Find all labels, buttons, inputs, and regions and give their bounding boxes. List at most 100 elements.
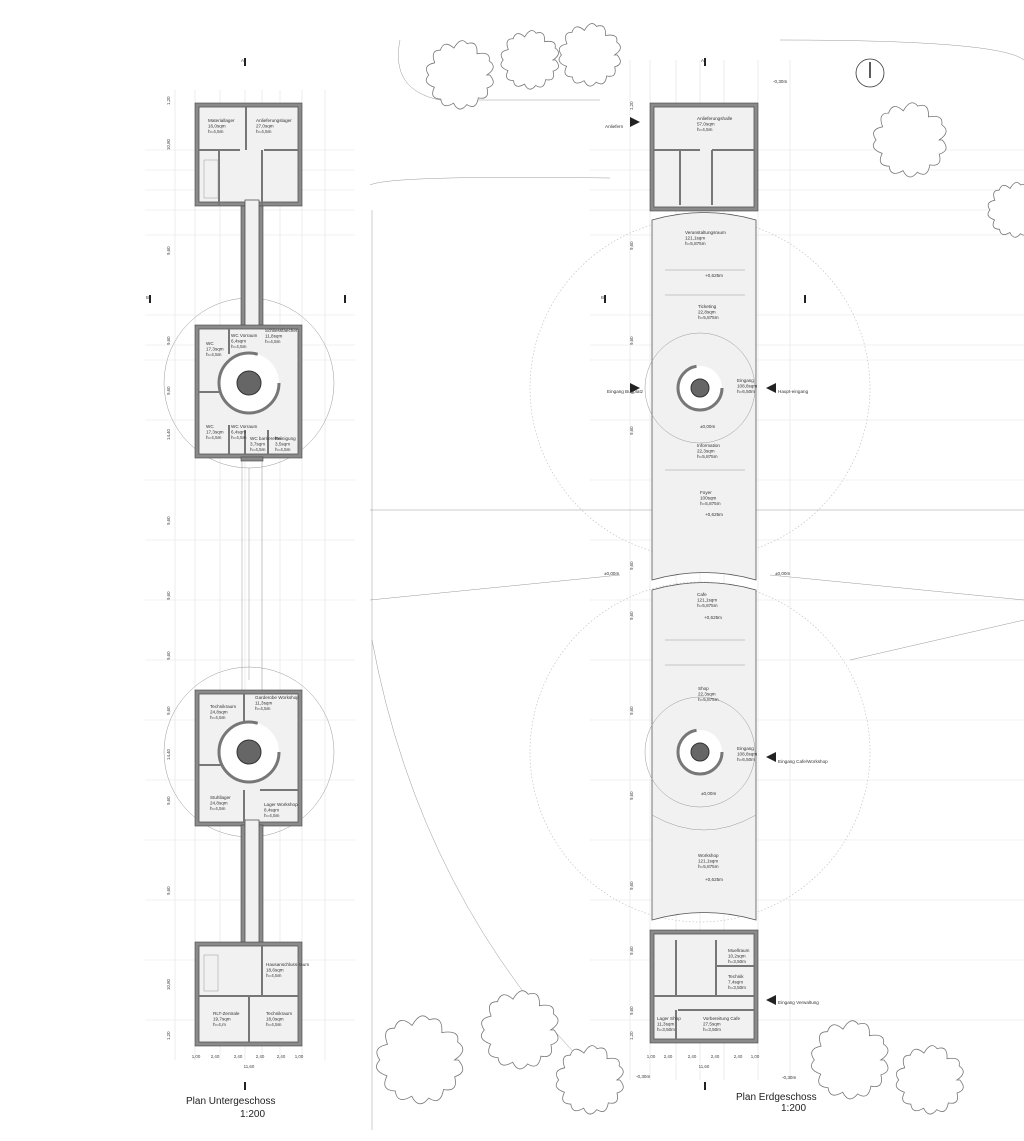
room-area: 108,8sqm: [737, 752, 757, 757]
room-name: Shop: [698, 686, 709, 691]
tree-icon: [425, 40, 494, 110]
room-name: Workshop: [698, 853, 719, 858]
dimension-label: 1,00: [192, 1054, 201, 1059]
room-area: 17,3sqm: [206, 430, 224, 435]
level-marker: +0,625m: [704, 615, 722, 620]
entrance-arrow-bugplatz: [630, 383, 640, 393]
dimension-label: 9,60: [629, 336, 634, 345]
room-name: Anlieferungslager: [256, 118, 292, 123]
section-mark-icon: [804, 295, 806, 303]
dimension-label: 9,60: [629, 946, 634, 955]
room-area: 6,4sqm: [231, 339, 246, 344]
dimension-label: 9,60: [629, 611, 634, 620]
tree-icon: [810, 1020, 889, 1100]
dimension-label: 10,80: [166, 138, 171, 150]
room-name: RLT-Zentrale: [213, 1011, 240, 1016]
room-area: 18,6sqm: [266, 968, 284, 973]
plan-scale: 1:200: [240, 1109, 265, 1120]
plan-title: Plan Erdgeschoss: [736, 1092, 817, 1103]
tree-icon: [555, 1045, 624, 1115]
level-marker: +0,625m: [705, 273, 723, 278]
entrance-label: Eingang Cafe/Workshop: [778, 759, 828, 764]
dimension-label: 9,60: [629, 561, 634, 570]
dimension-label: 9,60: [629, 241, 634, 250]
trees: [376, 23, 1024, 1115]
entrance-arrow-verwaltung: [766, 995, 776, 1005]
section-mark-icon: [149, 295, 151, 303]
room-height: h=4,5m: [266, 1022, 282, 1027]
level-marker: -0,30m: [773, 79, 787, 84]
dimension-label: 10,80: [166, 978, 171, 990]
dimension-label: 9,60: [166, 706, 171, 715]
level-marker: ±0,00m: [700, 424, 715, 429]
room-name: WC Vorraum: [231, 333, 257, 338]
level-marker: ±0,00m: [775, 571, 790, 576]
plan-scale: 1:200: [781, 1103, 806, 1114]
dimension-label: 14,40: [166, 428, 171, 440]
tree-icon: [895, 1045, 964, 1115]
level-marker: +0,625m: [705, 877, 723, 882]
room-name: Eingang: [737, 746, 754, 751]
room-height: h=4,5m: [264, 813, 280, 818]
room-height: h=5,875m: [698, 697, 719, 702]
section-mark-label: A: [241, 58, 244, 63]
room-area: 3,5sqm: [275, 442, 290, 447]
plan-untergeschoss: [194, 102, 303, 1047]
room-area: 16,0sqm: [208, 124, 226, 129]
dimension-label: 9,60: [166, 336, 171, 345]
room-area: 6,4sqm: [231, 430, 246, 435]
section-mark-icon: [344, 295, 346, 303]
tree-icon: [558, 23, 621, 87]
tree-icon: [480, 990, 559, 1070]
room-area: 10,2sqm: [728, 954, 746, 959]
section-mark-icon: [244, 58, 246, 66]
room-name: Hausanschluss-raum: [266, 962, 309, 967]
section-mark-icon: [704, 1082, 706, 1090]
plan-erdgeschoss: [630, 102, 776, 1044]
room-height: h=5,875m: [698, 315, 719, 320]
room-name: Reinigung: [275, 436, 296, 441]
total-width-label: 11,60: [699, 1064, 710, 1069]
room-height: h=5,875m: [697, 603, 718, 608]
tree-icon: [872, 102, 947, 178]
dimension-label: 9,60: [629, 791, 634, 800]
dimension-label: 9,60: [166, 516, 171, 525]
room-area: 121,1sqm: [685, 236, 705, 241]
room-name: WC Vorraum: [231, 424, 257, 429]
room-height: h=4,5m: [210, 806, 226, 811]
section-mark-icon: [704, 58, 706, 66]
section-mark-label: B: [601, 295, 604, 300]
room-area: 121,1sqm: [698, 859, 718, 864]
room-height: h=4,5m: [231, 435, 247, 440]
dimension-label: 9,60: [629, 881, 634, 890]
room-area: 24,8sqm: [210, 710, 228, 715]
room-area: 100sqm: [700, 496, 717, 501]
dimension-label: 1,00: [647, 1054, 656, 1059]
room-name: Materiallager: [208, 118, 235, 123]
dimension-label: 2,40: [734, 1054, 743, 1059]
tree-icon: [987, 182, 1024, 238]
room-area: 27,5sqm: [703, 1022, 721, 1027]
room-height: h=4,5m: [231, 344, 247, 349]
dimension-label: 9,60: [629, 706, 634, 715]
section-mark-icon: [604, 295, 606, 303]
dimension-label: 2,40: [277, 1054, 286, 1059]
room-height: h=6,50m: [737, 389, 755, 394]
dimension-label: 1,20: [166, 96, 171, 105]
dimension-label: 9,60: [166, 886, 171, 895]
dimension-label: 9,60: [166, 386, 171, 395]
dimension-label: 9,60: [629, 1006, 634, 1015]
room-area: 27,0sqm: [256, 124, 274, 129]
room-name: Ticketing: [698, 304, 717, 309]
room-area: 11,3sqm: [255, 701, 272, 706]
room-area: 22,8sqm: [698, 310, 716, 315]
entrance-label: Eingang Bugplatz: [607, 389, 644, 394]
room-name: Technikraum: [210, 704, 236, 709]
dimension-label: 9,60: [629, 426, 634, 435]
tree-icon: [500, 30, 559, 90]
room-name: Cafe: [697, 592, 707, 597]
room-area: 24,8sqm: [210, 801, 228, 806]
room-height: h=6,50m: [737, 757, 755, 762]
section-mark-icon: [244, 1082, 246, 1090]
